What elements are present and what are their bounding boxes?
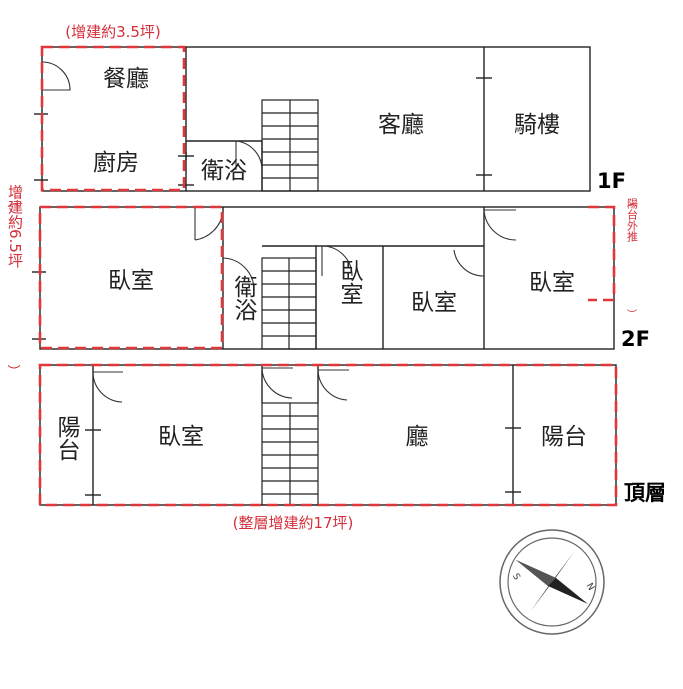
room-living: 客廳 [378,112,424,138]
annotation-kitchen-extension: (增建約3.5坪) [65,23,161,41]
svg-text:︶: ︶ [627,309,637,321]
compass-south-letter: S [510,572,522,582]
compass-north-letter: N [584,582,596,593]
roof-extension-outline [38,363,618,507]
floor-1f [34,45,591,192]
room-bedroom-2f-east: 臥室 [529,270,575,296]
level-2f-label: 2F [621,327,650,351]
room-bedroom-2f-west: 臥室 [108,268,154,294]
annotation-second-floor-extension: ︵ 增建約6.5坪 ︶ [6,184,24,380]
kitchen-extension-outline [40,45,186,192]
annotation-balcony-push: ︵ 陽台外推 ︶ [626,198,639,321]
room-bedroom-2f-mid: 臥室 [411,290,457,316]
room-bedroom-roof: 臥室 [158,424,204,450]
room-bedroom-2f-small: 臥室 [336,259,363,305]
second-floor-extension-outline [38,205,224,350]
room-hall-roof: 廳 [406,424,429,450]
level-1f-label: 1F [597,169,626,193]
balcony-push-outline [588,205,616,302]
svg-text:陽台外推: 陽台外推 [626,198,639,242]
room-kitchen: 廚房 [93,150,139,176]
svg-text:︶: ︶ [7,365,20,380]
svg-text:增建約6.5坪: 增建約6.5坪 [6,184,24,268]
stairs-roof [261,402,319,506]
stairs-1f [261,99,319,192]
room-dining: 餐廳 [103,66,149,92]
room-balcony-roof-west: 陽台 [53,415,80,461]
floor-2f [32,205,616,350]
room-bath-1f: 衛浴 [201,158,247,184]
compass-icon: N S [499,529,605,635]
floor-roof [38,363,618,507]
stairs-2f [261,257,317,350]
room-bath-2f: 衛浴 [230,275,258,321]
door-dining [41,61,71,91]
floor-2f-outline [39,206,615,350]
svg-text:︵: ︵ [627,198,637,209]
room-arcade: 騎樓 [514,112,560,138]
annotation-roof-extension: (整層增建約17坪) [233,514,354,532]
level-roof-label: 頂層 [624,481,666,505]
room-balcony-roof-east: 陽台 [541,424,587,450]
floor-roof-outline [39,364,617,506]
svg-text:︵: ︵ [7,195,20,210]
